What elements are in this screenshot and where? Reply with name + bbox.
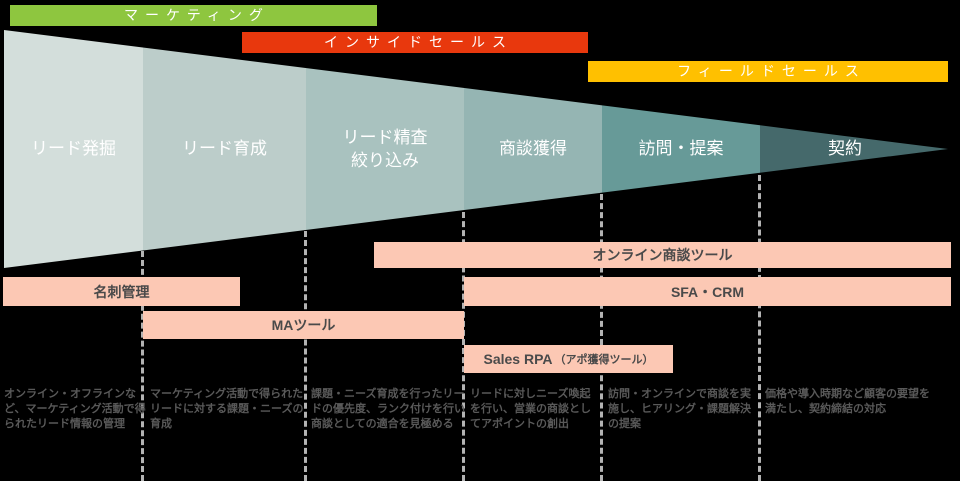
tool-bar-ma-tool: MAツール xyxy=(143,311,464,339)
tool-bar-business-card-management: 名刺管理 xyxy=(3,277,240,306)
stage-description-contract: 価格や導入時期など顧客の要望を満たし、契約締結の対応 xyxy=(765,388,930,415)
stage-divider-dashed-line-3 xyxy=(462,212,465,481)
stage-description-lead-nurturing: マーケティング活動で得られたリードに対する課題・ニーズの育成 xyxy=(150,388,304,430)
stage-label-contract: 契約 xyxy=(828,139,862,158)
stage-divider-dashed-line-2 xyxy=(304,231,307,481)
stage-label-lead-qualification: リード精査 絞り込み xyxy=(306,126,464,172)
stage-description-lead-discovery: オンライン・オフラインなど、マーケティング活動で得られたリード情報の管理 xyxy=(4,388,146,430)
stage-divider-dashed-line-5 xyxy=(758,175,761,481)
banner-field-sales: フィールドセールス xyxy=(588,61,948,82)
stage-divider-dashed-line-4 xyxy=(600,194,603,481)
sales-rpa-label: Sales RPA xyxy=(483,351,553,367)
stage-description-lead-qualification: 課題・ニーズ育成を行ったリードの優先度、ランク付けを行い商談としての適合を見極め… xyxy=(311,388,465,430)
funnel-stage-lead-discovery xyxy=(4,30,143,268)
stage-description-visit-proposal: 訪問・オンラインで商談を実施し、ヒアリング・課題解決の提案 xyxy=(608,388,751,430)
stage-label-visit-proposal: 訪問・提案 xyxy=(638,139,724,158)
banner-inside-sales: インサイドセールス xyxy=(242,32,588,53)
funnel-stage-lead-nurturing xyxy=(143,30,306,268)
stage-divider-dashed-line-1 xyxy=(141,251,144,481)
sales-rpa-note: （アポ獲得ツール） xyxy=(554,354,654,366)
stage-description-meeting-acquisition: リードに対しニーズ喚起を行い、営業の商談としてアポイントの創出 xyxy=(470,388,591,430)
stage-label-lead-discovery: リード発掘 xyxy=(31,139,116,158)
stage-label-meeting-acquisition: 商談獲得 xyxy=(499,139,567,158)
stage-label-line1: リード精査 xyxy=(342,128,428,147)
banner-marketing: マーケティング xyxy=(10,5,377,26)
stage-label-line2: 絞り込み xyxy=(351,151,419,170)
tool-bar-sfa-crm: SFA・CRM xyxy=(464,277,951,306)
tool-bar-online-meeting-tool: オンライン商談ツール xyxy=(374,242,951,268)
stage-label-lead-nurturing: リード育成 xyxy=(182,139,267,158)
tool-bar-sales-rpa: Sales RPA （アポ獲得ツール） xyxy=(464,345,673,373)
